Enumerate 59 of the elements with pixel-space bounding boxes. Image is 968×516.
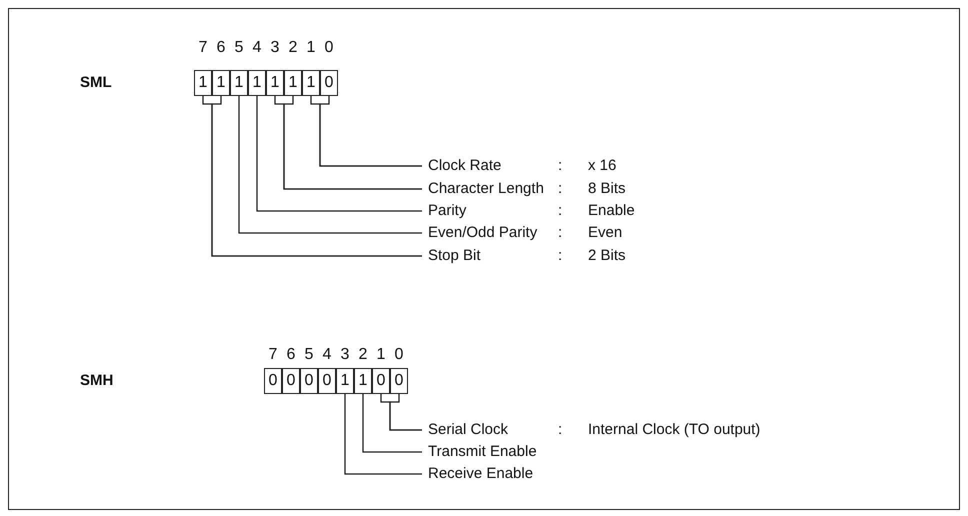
bit-number: 0 [394, 346, 404, 364]
colon: : [558, 224, 562, 242]
bit-cell: 1 [212, 70, 230, 96]
field-name: Receive Enable [428, 465, 534, 483]
register-name: SML [80, 74, 112, 92]
colon: : [558, 180, 562, 198]
bit-cell: 0 [390, 368, 408, 394]
bit-cell: 1 [336, 368, 354, 394]
bit-cell: 1 [284, 70, 302, 96]
bit-number: 6 [286, 346, 296, 364]
leader-line [256, 96, 422, 212]
bit-cell: 1 [194, 70, 212, 96]
bit-number: 0 [324, 39, 334, 57]
bit-cell: 1 [302, 70, 320, 96]
field-value: 8 Bits [588, 180, 626, 198]
field-name: Clock Rate [428, 157, 502, 175]
bit-cell: 0 [318, 368, 336, 394]
bit-number: 7 [198, 39, 208, 57]
field-name: Even/Odd Parity [428, 224, 538, 242]
bit-number: 1 [306, 39, 316, 57]
field-name: Serial Clock [428, 421, 508, 439]
field-name: Stop Bit [428, 247, 481, 265]
bit-cell: 0 [264, 368, 282, 394]
bit-cell: 0 [300, 368, 318, 394]
bit-number: 3 [270, 39, 280, 57]
bit-cell: 1 [266, 70, 284, 96]
leader-line [389, 394, 422, 431]
field-value: Even [588, 224, 622, 242]
leader-line [238, 96, 422, 234]
bit-number: 7 [268, 346, 278, 364]
field-value: x 16 [588, 157, 616, 175]
bit-number: 3 [340, 346, 350, 364]
bit-number: 5 [304, 346, 314, 364]
bit-number: 4 [322, 346, 332, 364]
field-name: Character Length [428, 180, 544, 198]
bit-number: 1 [376, 346, 386, 364]
register-name: SMH [80, 372, 114, 390]
field-value: 2 Bits [588, 247, 626, 265]
colon: : [558, 421, 562, 439]
colon: : [558, 202, 562, 220]
bit-cell: 1 [230, 70, 248, 96]
bit-number: 2 [288, 39, 298, 57]
bit-cell: 1 [354, 368, 372, 394]
bit-number: 6 [216, 39, 226, 57]
leader-line [362, 394, 422, 453]
colon: : [558, 157, 562, 175]
colon: : [558, 247, 562, 265]
bit-number: 5 [234, 39, 244, 57]
bit-number: 4 [252, 39, 262, 57]
field-name: Transmit Enable [428, 443, 537, 461]
bit-number: 2 [358, 346, 368, 364]
leader-line [344, 394, 422, 475]
field-value: Enable [588, 202, 635, 220]
field-name: Parity [428, 202, 466, 220]
bit-cell: 0 [320, 70, 338, 96]
bit-cell: 1 [248, 70, 266, 96]
bit-cell: 0 [282, 368, 300, 394]
field-value: Internal Clock (TO output) [588, 421, 760, 439]
bit-cell: 0 [372, 368, 390, 394]
